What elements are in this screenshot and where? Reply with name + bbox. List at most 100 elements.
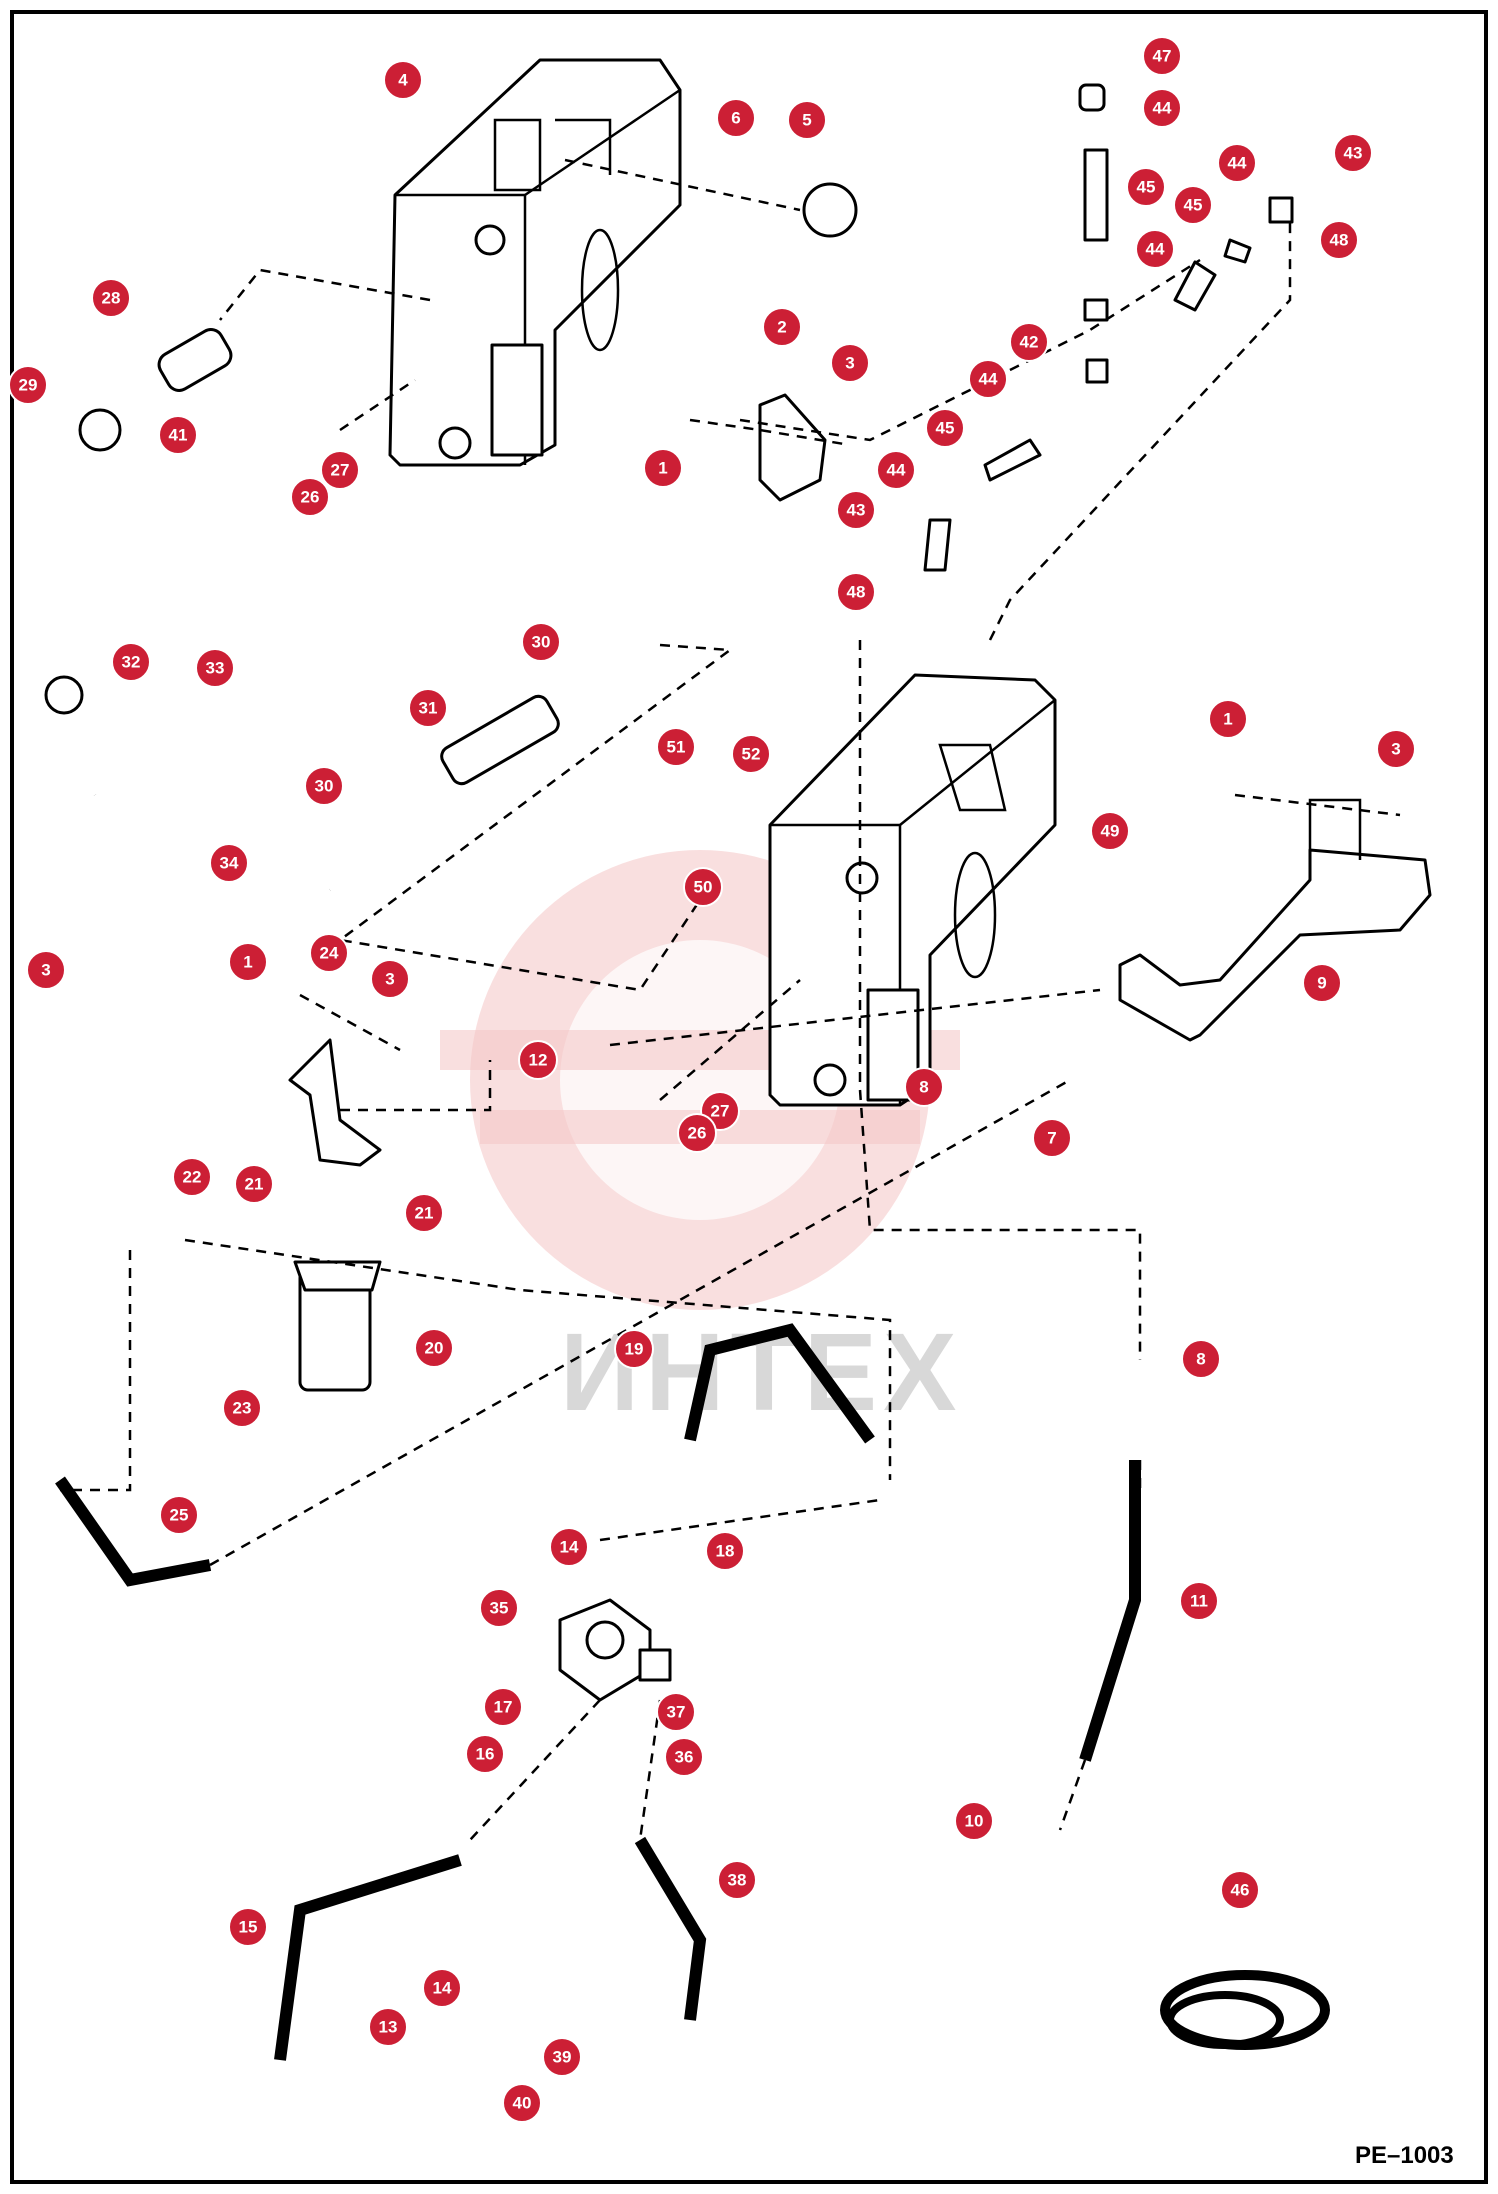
callout-23: 23 [222,1388,262,1428]
fill-tube [440,694,560,786]
callout-16: 16 [465,1734,505,1774]
callout-48: 48 [1319,220,1359,260]
fuel-hose-11 [1079,1460,1141,1762]
callout-badge [195,648,235,688]
callout-42: 42 [1009,322,1049,362]
callout-number: 1 [658,459,667,478]
callout-number: 4 [398,71,408,90]
fuel-cap [802,182,858,238]
callout-49: 49 [1090,811,1130,851]
callout-number: 1 [243,953,252,972]
callout-number: 47 [1153,47,1172,66]
callout-badge [1302,963,1342,1003]
callout-badge [422,1968,462,2008]
callout-45: 45 [1126,167,1166,207]
callout-number: 27 [711,1102,730,1121]
fuel-hose-38 [634,1836,707,2021]
callout-badge [542,2037,582,2077]
callout-badge [830,343,870,383]
callout-38: 38 [717,1860,757,1900]
callout-badge [904,1067,944,1107]
callout-badge [465,1734,505,1774]
callout-badge [521,622,561,662]
callout-number: 17 [494,1698,513,1717]
callout-number: 40 [513,2094,532,2113]
callout-number: 28 [102,289,121,308]
callout-number: 45 [1137,178,1156,197]
callout-badge [643,448,683,488]
callout-44: 44 [968,359,1008,399]
callout-39: 39 [542,2037,582,2077]
callout-number: 44 [1146,240,1165,259]
callout-badge [370,959,410,999]
fuel-transfer-pump [558,1598,672,1702]
callout-number: 21 [245,1175,264,1194]
callout-48: 48 [836,572,876,612]
callout-badge [172,1157,212,1197]
fuel-line-coil [1160,1970,1330,2050]
callout-number: 26 [688,1124,707,1143]
upper-fuel-tank [388,58,682,467]
callout-badge [656,1692,696,1732]
callout-badge [614,1329,654,1369]
callout-number: 11 [1190,1592,1208,1611]
callout-badge [731,734,771,774]
callout-number: 8 [919,1078,928,1097]
callout-badge [549,1527,589,1567]
callout-8: 8 [904,1067,944,1107]
callout-43: 43 [1333,133,1373,173]
callout-number: 26 [301,488,320,507]
callout-22: 22 [172,1157,212,1197]
callout-number: 32 [122,653,141,672]
callout-badge [1181,1339,1221,1379]
callout-badge [383,60,423,100]
callout-badge [1179,1581,1219,1621]
callout-badge [1319,220,1359,260]
callout-badge [1090,811,1130,851]
callout-number: 14 [560,1538,579,1557]
callout-1: 1 [1208,699,1248,739]
callout-37: 37 [656,1692,696,1732]
callout-15: 15 [228,1907,268,1947]
callout-10: 10 [954,1801,994,1841]
callout-badge [26,950,66,990]
callout-number: 21 [415,1204,434,1223]
callout-number: 45 [936,419,955,438]
callout-44: 44 [876,450,916,490]
callout-badge [404,1193,444,1233]
callout-number: 44 [979,370,998,389]
callout-badge [209,843,249,883]
callout-number: 35 [490,1599,509,1618]
callout-45: 45 [1173,185,1213,225]
callout-badge [1135,229,1175,269]
callout-number: 23 [233,1399,252,1418]
callout-number: 24 [320,944,339,963]
callout-4: 4 [383,60,423,100]
callout-8: 8 [1181,1339,1221,1379]
callout-number: 52 [742,745,761,764]
callout-badge [368,2007,408,2047]
callout-number: 3 [845,354,854,373]
callout-52: 52 [731,734,771,774]
callout-number: 27 [331,461,350,480]
callout-number: 44 [1228,154,1247,173]
callout-badge [1126,167,1166,207]
callout-14: 14 [422,1968,462,2008]
callout-badge [1142,36,1182,76]
callout-badge [91,278,131,318]
callout-27: 27 [320,450,360,490]
callout-badge [925,408,965,448]
callout-number: 43 [1344,144,1363,163]
callout-badge [1220,1870,1260,1910]
callout-44: 44 [1217,143,1257,183]
fuel-hose-19 [684,1323,875,1444]
callout-badge [158,415,198,455]
callout-21: 21 [404,1193,444,1233]
callout-25: 25 [159,1495,199,1535]
callout-badge [479,1588,519,1628]
callout-badge [159,1495,199,1535]
callout-badge [716,98,756,138]
callout-number: 38 [728,1871,747,1890]
